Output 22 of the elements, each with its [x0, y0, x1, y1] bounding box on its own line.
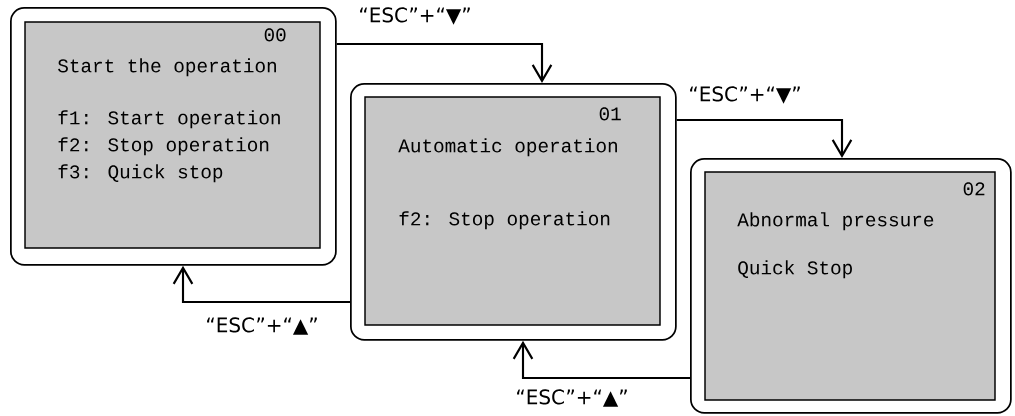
screen-text: Quick Stop [738, 260, 852, 279]
screen-text: Abnormal pressure [737, 212, 934, 231]
screen-text: Automatic operation [398, 138, 617, 157]
screen-text: f3: Quick stop [58, 164, 223, 183]
edge-label: “ESC”+“▼” [357, 6, 473, 26]
arrow [512, 340, 690, 380]
arrow [676, 118, 853, 158]
arrow [172, 265, 350, 304]
screen-text: Start the operation [58, 58, 276, 77]
edge-label: “ESC”+“▼” [687, 85, 803, 105]
edge-label: “ESC”+“▲” [514, 388, 630, 408]
screen-text: f1: Start operation [58, 110, 280, 129]
display-screen [10, 7, 337, 266]
screen-text: f2: Stop operation [58, 137, 269, 156]
screen-number: 00 [264, 28, 286, 42]
screen-number: 01 [599, 107, 621, 121]
display-screen [690, 158, 1012, 414]
screen-text: f2: Stop operation [399, 211, 610, 230]
arrow [336, 42, 553, 83]
edge-label: “ESC”+“▲” [204, 316, 320, 336]
screen-number: 02 [963, 182, 985, 196]
display-screen [350, 83, 677, 341]
